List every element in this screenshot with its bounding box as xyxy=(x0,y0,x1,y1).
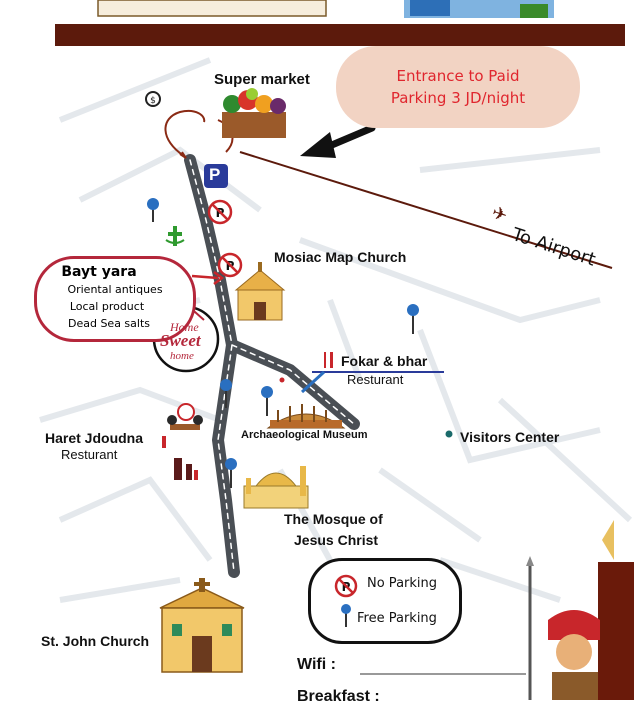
mosaic-church-label: Mosiac Map Church xyxy=(274,249,407,265)
wifi-label: Wifi : xyxy=(297,656,336,673)
museum-label: Archaeological Museum xyxy=(241,429,368,441)
top-banner-image-left xyxy=(97,0,327,17)
free-parking-pin xyxy=(220,379,232,408)
entrance-callout-line2: Parking 3 JD/night xyxy=(390,89,526,107)
top-banner-image-right xyxy=(404,0,554,18)
fokar-sub-label: Resturant xyxy=(347,372,404,387)
paid-parking-icon xyxy=(204,164,228,188)
bayt-yara-callout: Bayt yara Oriental antiques Local produc… xyxy=(34,256,196,342)
breakfast-label: Breakfast : xyxy=(297,688,380,705)
free-parking-pin xyxy=(407,304,419,334)
st-john-church-icon xyxy=(159,578,245,673)
haret-restaurant-icon xyxy=(162,403,203,480)
fokar-label: Fokar & bhar xyxy=(341,353,428,369)
bayt-yara-line1: Oriental antiques xyxy=(67,283,163,296)
supermarket-icon xyxy=(222,88,286,138)
st-john-label: St. John Church xyxy=(41,633,150,649)
visitors-center-dot xyxy=(445,430,453,438)
map-legend: P No Parking Free Parking xyxy=(308,558,462,644)
top-band xyxy=(55,24,625,46)
coin-icon: $ xyxy=(145,91,161,107)
no-parking-icon: P xyxy=(217,252,243,278)
right-decoration xyxy=(526,520,634,700)
pharmacy-icon xyxy=(165,226,185,246)
bayt-yara-line3: Dead Sea salts xyxy=(67,317,151,330)
airport-road xyxy=(239,151,613,269)
main-road xyxy=(184,154,360,578)
restaurant-icon xyxy=(300,352,444,394)
bayt-arrow xyxy=(191,274,219,280)
svg-text:$: $ xyxy=(150,96,156,106)
museum-icon xyxy=(266,404,346,429)
bayt-yara-line2: Local product xyxy=(69,300,145,313)
legend-no-parking-label: No Parking xyxy=(367,576,438,591)
mosque-label-line1: The Mosque of xyxy=(284,511,383,527)
legend-free-parking-label: Free Parking xyxy=(357,611,437,626)
visitors-center-label: Visitors Center xyxy=(460,429,560,445)
church-icon xyxy=(234,262,286,321)
haret-label: Haret Jdoudna xyxy=(45,430,144,446)
no-parking-icon: P xyxy=(207,199,233,225)
haret-sub-label: Resturant xyxy=(61,447,118,462)
legend-free-parking-icon xyxy=(341,604,351,627)
paid-parking-letter: P xyxy=(209,165,221,184)
legend-no-parking-icon: P xyxy=(334,574,358,598)
free-parking-pin xyxy=(261,386,273,416)
entrance-callout: Entrance to Paid Parking 3 JD/night xyxy=(336,46,580,128)
mosque-icon xyxy=(243,466,309,509)
free-parking-pin xyxy=(225,458,237,488)
free-parking-pin xyxy=(147,198,159,222)
entrance-arrow xyxy=(300,124,376,158)
home-sweet-home-line3: home xyxy=(170,350,194,362)
supermarket-label: Super market xyxy=(214,71,310,88)
mosque-label-line2: Jesus Christ xyxy=(294,532,379,548)
entrance-callout-line1: Entrance to Paid xyxy=(396,67,520,85)
bayt-yara-title: Bayt yara xyxy=(61,264,137,280)
home-sweet-home-line2: Sweet xyxy=(160,331,201,350)
home-sweet-home-line1: Home xyxy=(170,320,199,334)
